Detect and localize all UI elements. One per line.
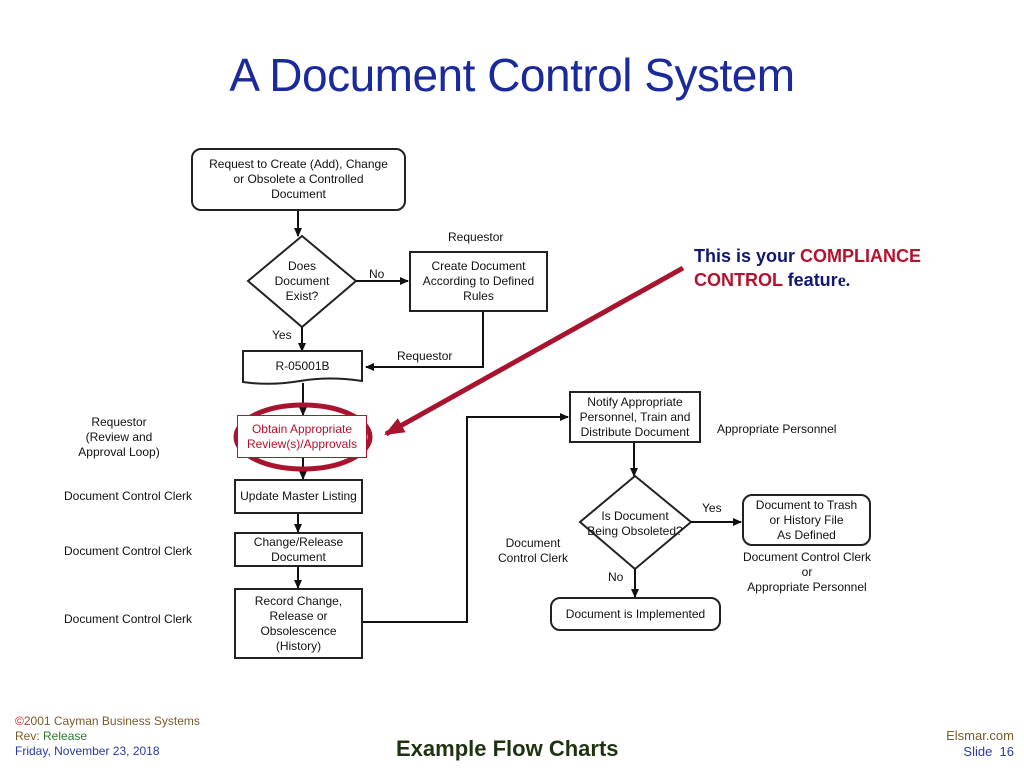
node-record-change: Record Change, Release or Obsolescence (…: [234, 588, 363, 659]
slide-title: A Document Control System: [229, 49, 795, 101]
node-is-obsoleted-text: Is Document Being Obsoleted?: [587, 509, 683, 538]
role-trash: Document Control Clerk or Appropriate Pe…: [742, 550, 872, 594]
compliance-callout: This is your COMPLIANCE CONTROL feature.: [694, 244, 921, 292]
document-shape-docid: [242, 350, 363, 385]
node-update-master: Update Master Listing: [234, 479, 363, 514]
node-obtain-review: Obtain Appropriate Review(s)/Approvals: [237, 415, 367, 458]
node-does-exist-text: Does Document Exist?: [274, 259, 330, 303]
footer-date: Friday, November 23, 2018: [15, 744, 160, 758]
node-notify: Notify Appropriate Personnel, Train and …: [569, 391, 701, 443]
node-request: Request to Create (Add), Change or Obsol…: [191, 148, 406, 211]
node-implemented: Document is Implemented: [550, 597, 721, 631]
rev-label: Rev:: [15, 729, 44, 743]
edge-label-yes-1: Yes: [272, 328, 292, 342]
role-clerk-record: Document Control Clerk: [64, 612, 193, 626]
section-title: Example Flow Charts: [396, 736, 619, 761]
role-requestor-review: Requestor (Review and Approval Loop): [78, 415, 160, 459]
role-clerk-obsolete: Document Control Clerk: [497, 536, 569, 565]
role-clerk-change: Document Control Clerk: [64, 544, 193, 558]
copyright-text: 2001 Cayman Business Systems: [23, 714, 200, 728]
edge-record-to-notify: [363, 413, 569, 623]
role-appropriate-personnel: Appropriate Personnel: [717, 422, 837, 436]
role-clerk-update: Document Control Clerk: [64, 489, 193, 503]
rev-value: Release: [43, 729, 88, 743]
footer-left: ©2001 Cayman Business Systems Rev: Relea…: [15, 714, 200, 759]
edge-label-yes-2: Yes: [702, 501, 722, 515]
footer-right: Elsmar.com Slide 16: [946, 728, 1014, 760]
node-doc-id-text: R-05001B: [275, 359, 330, 373]
slide-number: Slide 16: [963, 744, 1014, 759]
highlight-ellipse: [233, 402, 373, 472]
node-change-release: Change/Release Document: [234, 532, 363, 567]
callout-highlight: COMPLIANCE CONTROL: [694, 246, 922, 290]
edge-create-return: [365, 312, 484, 371]
site-name: Elsmar.com: [946, 728, 1014, 743]
role-requestor-return: Requestor: [397, 349, 453, 363]
role-requestor-top: Requestor: [448, 230, 504, 244]
copyright-symbol: ©: [15, 714, 24, 728]
node-to-trash: Document to Trash or History File As Def…: [742, 494, 871, 546]
node-create-document: Create Document According to Defined Rul…: [409, 251, 548, 312]
callout-text-3: featur: [782, 270, 838, 290]
edge-label-no-1: No: [369, 267, 385, 281]
callout-text-1: This is your: [694, 246, 801, 266]
callout-arrow: [384, 265, 685, 437]
callout-text-4: e.: [837, 270, 851, 290]
edge-label-no-2: No: [608, 570, 624, 584]
